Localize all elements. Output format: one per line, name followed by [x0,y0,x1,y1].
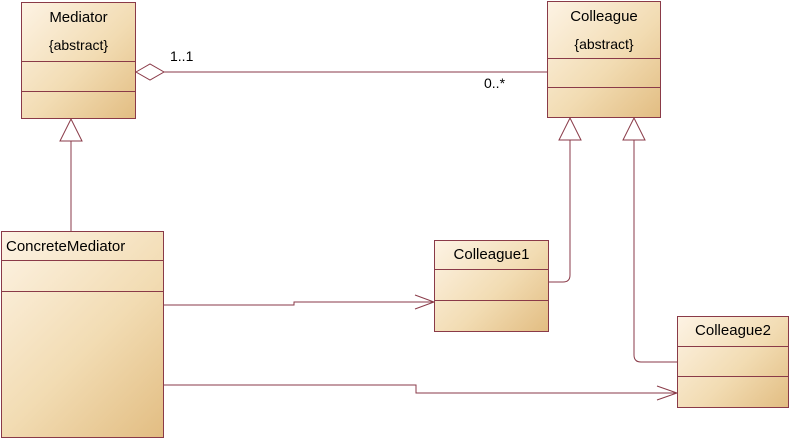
attributes-compartment [678,346,788,347]
attributes-compartment [22,61,135,62]
class-name: Colleague1 [453,246,530,263]
multiplicity-mediator-end: 1..1 [170,48,194,64]
operations-compartment [22,91,135,92]
operations-compartment [548,87,660,88]
class-name: Colleague [570,8,638,25]
generalization-arrowhead-colleague1 [558,116,582,141]
association-concretemediator-colleague1[interactable] [164,301,434,306]
attributes-compartment [435,269,548,270]
class-name: Mediator [49,9,108,26]
class-stereotype: {abstract} [48,37,109,53]
generalization-arrowhead-colleague2 [622,116,646,141]
attributes-compartment [2,260,163,261]
class-colleague1[interactable]: Colleague1 [434,240,549,332]
association-concretemediator-colleague2[interactable] [164,384,677,394]
class-stereotype: {abstract} [574,36,634,52]
attributes-compartment [548,58,660,59]
operations-compartment [435,300,548,301]
generalization-arrowhead-mediator [59,117,83,142]
generalization-line-colleague1[interactable] [549,140,571,283]
operations-compartment [2,291,163,292]
aggregation-diamond [134,63,166,81]
class-name: Colleague2 [695,322,771,339]
class-colleague2[interactable]: Colleague2 [677,316,789,408]
generalization-line-colleague2[interactable] [633,140,677,363]
class-colleague[interactable]: Colleague {abstract} [547,1,661,118]
multiplicity-colleague-end: 0..* [484,75,506,91]
class-name: ConcreteMediator [6,238,126,255]
class-concrete-mediator[interactable]: ConcreteMediator [1,231,164,438]
operations-compartment [678,376,788,377]
class-mediator[interactable]: Mediator {abstract} [21,2,136,119]
